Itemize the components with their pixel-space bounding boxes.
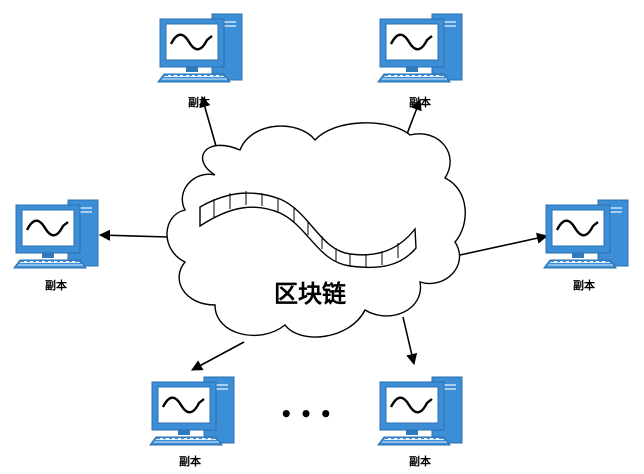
node-bottom-right <box>376 375 464 447</box>
computer-icon <box>376 375 464 447</box>
node-top-right <box>376 12 464 84</box>
node-label-top-left: 副本 <box>188 95 210 109</box>
node-label-bottom-right: 副本 <box>409 454 431 468</box>
cloud-shape <box>166 122 466 338</box>
node-mid-right <box>542 198 630 270</box>
arrow-bottom-right <box>402 316 418 366</box>
arrow-mid-right <box>459 232 549 256</box>
computer-icon <box>542 198 630 270</box>
computer-icon <box>156 12 244 84</box>
arrow-bottom-left <box>191 341 245 371</box>
computer-icon <box>148 375 236 447</box>
arrow-mid-left <box>98 229 169 241</box>
arrow-top-right <box>406 98 422 135</box>
node-mid-left <box>12 198 100 270</box>
ellipsis: • • • <box>280 402 332 426</box>
computer-icon <box>376 12 464 84</box>
node-label-mid-left: 副本 <box>45 278 67 292</box>
node-top-left <box>156 12 244 84</box>
blockchain-band <box>199 191 417 269</box>
node-label-bottom-left: 副本 <box>179 454 201 468</box>
node-label-mid-right: 副本 <box>573 278 595 292</box>
node-label-top-right: 副本 <box>409 95 431 109</box>
computer-icon <box>12 198 100 270</box>
center-label: 区块链 <box>274 280 347 308</box>
connection-arrows <box>98 95 549 371</box>
node-bottom-left <box>148 375 236 447</box>
